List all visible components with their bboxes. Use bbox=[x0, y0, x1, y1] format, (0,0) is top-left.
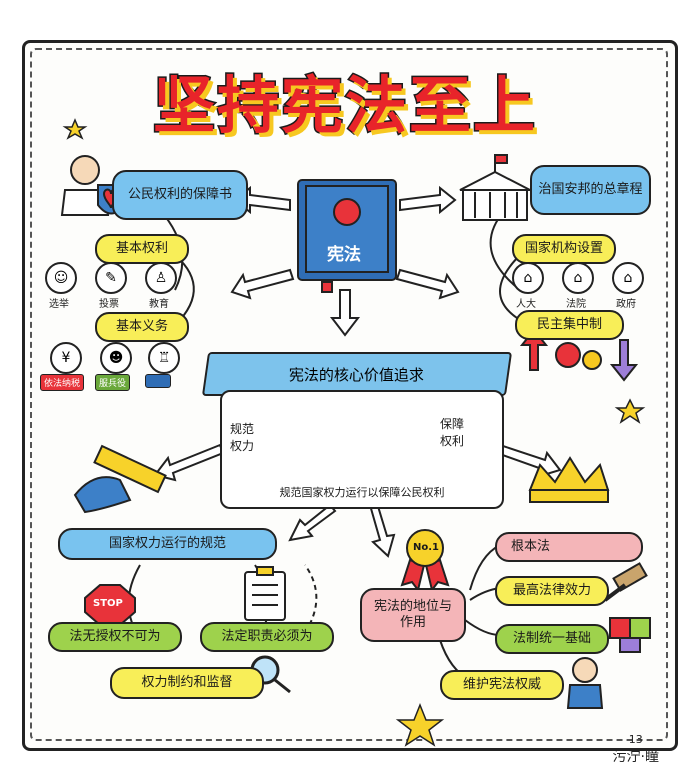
soldier-icon: ☻ bbox=[100, 342, 132, 374]
medal-icon bbox=[400, 529, 450, 593]
power-supervision-rule: 权力制约和监督 bbox=[110, 667, 264, 699]
state-organs-label: 国家机构设置 bbox=[512, 234, 616, 264]
arrow-core-down-right bbox=[368, 501, 396, 558]
star-right bbox=[614, 398, 646, 424]
right-item: 教育 bbox=[149, 299, 169, 310]
legal-unity-basis: 法制统一基础 bbox=[495, 624, 609, 654]
puzzle-icon bbox=[609, 617, 651, 653]
curve-right-2 bbox=[499, 254, 521, 321]
organ-item: 政府 bbox=[616, 299, 636, 310]
arrow-core-right bbox=[495, 443, 562, 478]
duty-tag: 依法纳税 bbox=[40, 374, 85, 391]
medal-text: No.1 bbox=[413, 542, 439, 553]
status-role-box: 宪法的地位与作用 bbox=[360, 588, 466, 642]
arrow-right-mid bbox=[395, 268, 460, 300]
vote-icon: ☺ bbox=[45, 262, 77, 294]
citizen-rights-guarantee: 公民权利的保障书 bbox=[112, 170, 248, 220]
duty-tag bbox=[145, 374, 171, 388]
law-book-icon: ♖ bbox=[148, 342, 180, 374]
tax-icon: ¥ bbox=[50, 342, 82, 374]
right-item: 投票 bbox=[99, 299, 119, 310]
duty-tag: 服兵役 bbox=[95, 374, 131, 391]
highest-legal-effect: 最高法律效力 bbox=[495, 576, 609, 606]
core-value-box bbox=[220, 390, 504, 509]
book-label: 宪法 bbox=[327, 245, 361, 265]
fundamental-law: 根本法 bbox=[495, 532, 643, 562]
basic-rights-label: 基本权利 bbox=[95, 234, 189, 264]
building-icon bbox=[459, 154, 531, 221]
arrow-right-top bbox=[399, 185, 457, 215]
organ-item: 法院 bbox=[566, 299, 586, 310]
star-bottom bbox=[395, 702, 445, 747]
democratic-centralism-label: 民主集中制 bbox=[515, 310, 624, 340]
power-norms-label: 国家权力运行的规范 bbox=[58, 528, 277, 560]
organ-item: 人大 bbox=[516, 299, 536, 310]
crown-icon bbox=[528, 456, 610, 503]
core-bottom-text: 规范国家权力运行以保障公民权利 bbox=[279, 486, 445, 499]
ruler-icon bbox=[73, 444, 167, 514]
clipboard-icon bbox=[244, 566, 286, 621]
protect-rights-text: 保障权利 bbox=[440, 417, 465, 448]
down-arrow-icon bbox=[609, 339, 639, 382]
no-authority-rule: 法无授权不可为 bbox=[48, 622, 182, 652]
stop-text: STOP bbox=[93, 598, 123, 609]
education-icon: ♙ bbox=[145, 262, 177, 294]
basic-duties-label: 基本义务 bbox=[95, 312, 189, 342]
ballot-icon: ✎ bbox=[95, 262, 127, 294]
arrow-core-down-left bbox=[288, 503, 337, 542]
salute-icon bbox=[566, 657, 604, 709]
gear-icon-2 bbox=[582, 350, 602, 370]
court-icon: ⌂ bbox=[562, 262, 594, 294]
arrow-down-book bbox=[329, 289, 361, 337]
regulate-power-text: 规范权力 bbox=[230, 422, 255, 453]
npc-icon: ⌂ bbox=[512, 262, 544, 294]
government-icon: ⌂ bbox=[612, 262, 644, 294]
uphold-authority: 维护宪法权威 bbox=[440, 670, 564, 700]
right-item: 选举 bbox=[49, 299, 69, 310]
signature: 13 污泞·瞳 bbox=[612, 733, 659, 765]
constitution-book-icon bbox=[297, 179, 397, 293]
arrow-left-mid bbox=[230, 268, 295, 300]
page-title: 坚持宪法至上 bbox=[151, 68, 537, 144]
governance-charter: 治国安邦的总章程 bbox=[530, 165, 651, 215]
dashed-frame bbox=[30, 48, 668, 741]
gear-icon-1 bbox=[555, 342, 581, 368]
statutory-duty-rule: 法定职责必须为 bbox=[200, 622, 334, 652]
gavel-icon bbox=[603, 562, 648, 602]
star-top-left bbox=[62, 118, 88, 140]
